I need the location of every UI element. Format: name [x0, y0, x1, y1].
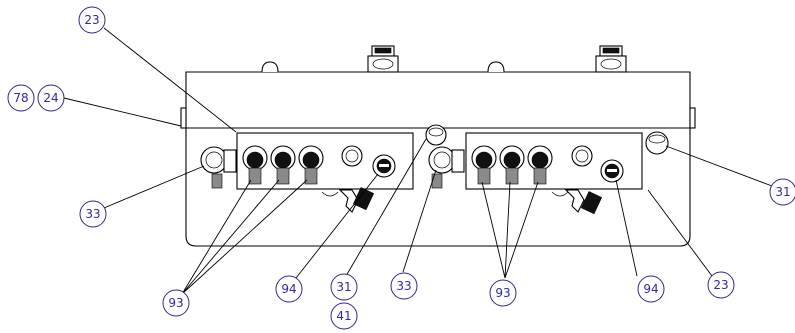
leader-lines — [63, 27, 773, 295]
elbow-fitting-left — [338, 187, 375, 213]
svg-text:23: 23 — [713, 278, 728, 292]
gauge-port-left — [341, 145, 363, 167]
valve-33-mid — [428, 146, 465, 189]
quick-connector-left-2 — [270, 145, 296, 185]
manifold-plate-left — [236, 132, 414, 190]
gauge-port-right — [571, 145, 593, 167]
top-fitting-right — [595, 45, 627, 73]
svg-text:94: 94 — [643, 282, 658, 296]
top-fitting-left — [367, 45, 399, 73]
balloon-93-left: 93 — [162, 289, 190, 317]
top-bumps — [261, 61, 505, 73]
svg-text:24: 24 — [43, 91, 58, 105]
fitting-94-right — [600, 159, 624, 183]
valve-33-left — [200, 146, 237, 189]
balloon-78: 78 — [7, 84, 35, 112]
balloon-31-right: 31 — [769, 178, 795, 206]
fitting-94-left — [372, 154, 396, 178]
svg-text:41: 41 — [336, 309, 351, 323]
balloon-94-right: 94 — [637, 275, 665, 303]
quick-connector-right-2 — [499, 145, 525, 185]
balloon-23-bottom: 23 — [707, 271, 735, 299]
quick-connector-right-3 — [527, 145, 553, 185]
svg-text:94: 94 — [281, 282, 296, 296]
sensor-31-mid — [425, 124, 447, 146]
svg-text:31: 31 — [775, 185, 790, 199]
svg-text:23: 23 — [84, 13, 99, 27]
balloon-33-left: 33 — [79, 200, 107, 228]
svg-text:33: 33 — [85, 207, 100, 221]
balloon-93-right: 93 — [489, 279, 517, 307]
quick-connector-right-1 — [471, 145, 497, 185]
quick-connector-left-3 — [298, 145, 324, 185]
balloon-31-mid: 31 — [330, 273, 358, 301]
balloon-94-left: 94 — [275, 275, 303, 303]
balloon-23-top: 23 — [78, 6, 106, 34]
svg-text:78: 78 — [13, 91, 28, 105]
quick-connector-left-1 — [242, 145, 268, 185]
balloon-24: 24 — [37, 84, 65, 112]
sensor-31-right — [645, 131, 669, 155]
svg-text:33: 33 — [396, 279, 411, 293]
balloon-41: 41 — [330, 302, 358, 330]
svg-text:31: 31 — [336, 280, 351, 294]
loop-fittings — [321, 191, 569, 197]
manifold-plate-right — [465, 132, 643, 190]
svg-text:93: 93 — [495, 286, 510, 300]
balloon-33-mid: 33 — [390, 272, 418, 300]
elbow-fitting-right — [564, 189, 603, 215]
svg-text:93: 93 — [168, 296, 183, 310]
